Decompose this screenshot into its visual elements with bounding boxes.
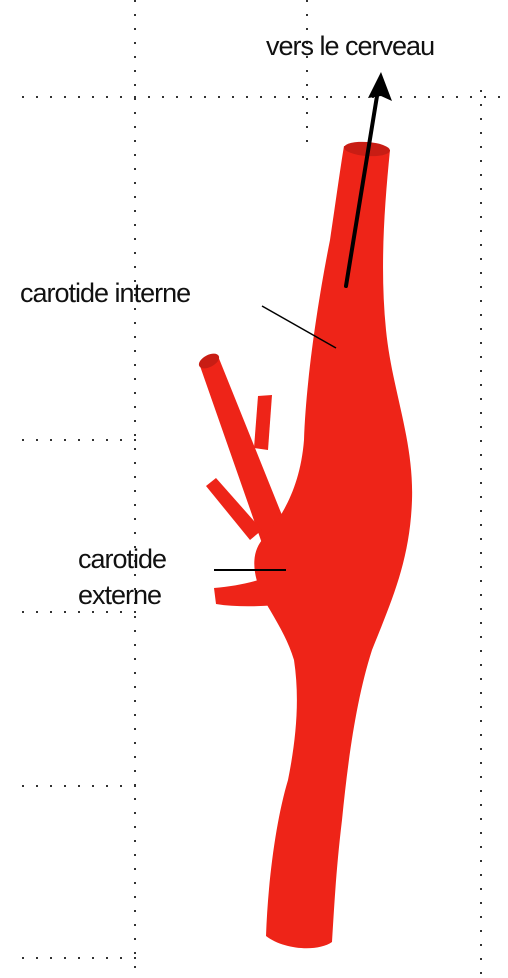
label-internal-carotid: carotide interne xyxy=(20,280,190,307)
label-external-carotid-line1: carotide xyxy=(78,541,166,577)
external-carotid-middle-branch xyxy=(254,395,272,450)
label-external-carotid: carotide externe xyxy=(78,541,166,613)
arrow-head xyxy=(368,72,392,101)
carotid-trunk xyxy=(254,146,412,948)
label-external-carotid-line2: externe xyxy=(78,577,166,613)
label-to-brain: vers le cerveau xyxy=(266,33,434,60)
artery xyxy=(196,140,412,948)
